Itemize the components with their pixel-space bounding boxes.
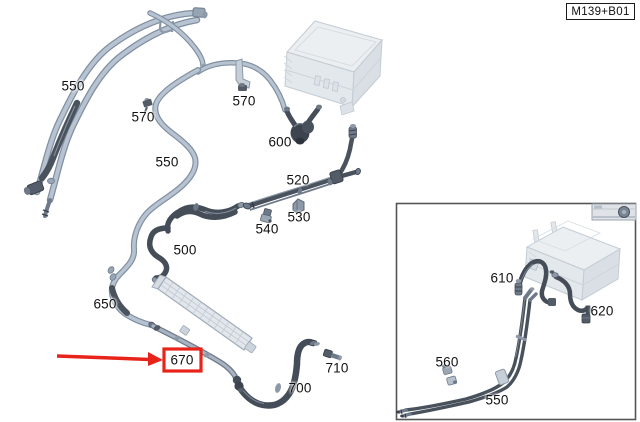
- part-label-560[interactable]: 560: [435, 354, 459, 370]
- part-label-620[interactable]: 620: [590, 303, 614, 319]
- inset-hose-610: [514, 258, 556, 306]
- inset-pipe-assembly-550: [396, 287, 538, 419]
- bracket-530: [292, 198, 305, 214]
- part-label-540[interactable]: 540: [255, 221, 279, 237]
- hose-assembly-550-left: [23, 7, 208, 218]
- coolant-pump-600: [284, 104, 322, 145]
- inset-fitting-560: [441, 364, 458, 386]
- clip-570-left: [142, 98, 153, 113]
- part-label-550-mid[interactable]: 550: [155, 154, 179, 170]
- hose-assembly-500: [146, 201, 245, 284]
- part-label-570-left[interactable]: 570: [131, 109, 155, 125]
- pipe-assembly-520: [242, 124, 361, 211]
- part-label-530[interactable]: 530: [287, 209, 311, 225]
- inset-panel: [395, 202, 637, 421]
- model-code-text: M139+B01: [571, 5, 630, 18]
- part-label-500[interactable]: 500: [173, 242, 197, 258]
- part-label-550-left[interactable]: 550: [61, 78, 85, 94]
- battery-module: [283, 20, 383, 116]
- cockpit-location-icon[interactable]: [591, 203, 637, 221]
- part-label-710[interactable]: 710: [325, 360, 349, 376]
- callout-670: [56, 347, 203, 373]
- model-code-box: M139+B01: [566, 3, 635, 20]
- part-label-550-inset[interactable]: 550: [485, 392, 509, 408]
- part-label-520[interactable]: 520: [286, 172, 310, 188]
- auxiliary-radiator: [151, 274, 257, 354]
- pipe-670: [150, 323, 243, 386]
- part-label-610[interactable]: 610: [490, 270, 514, 286]
- part-label-650[interactable]: 650: [93, 296, 117, 312]
- hose-assembly-550-mid-650: [107, 67, 201, 329]
- inset-hose-620: [549, 270, 591, 324]
- hose-700: [234, 338, 320, 409]
- part-label-670-highlighted[interactable]: 670: [170, 352, 194, 368]
- part-label-570-right[interactable]: 570: [232, 93, 256, 109]
- clip-540: [260, 208, 272, 224]
- part-label-600[interactable]: 600: [268, 134, 292, 150]
- part-label-700[interactable]: 700: [288, 380, 312, 396]
- hose-to-pump-570-right: [195, 58, 288, 113]
- fitting-710: [322, 348, 342, 361]
